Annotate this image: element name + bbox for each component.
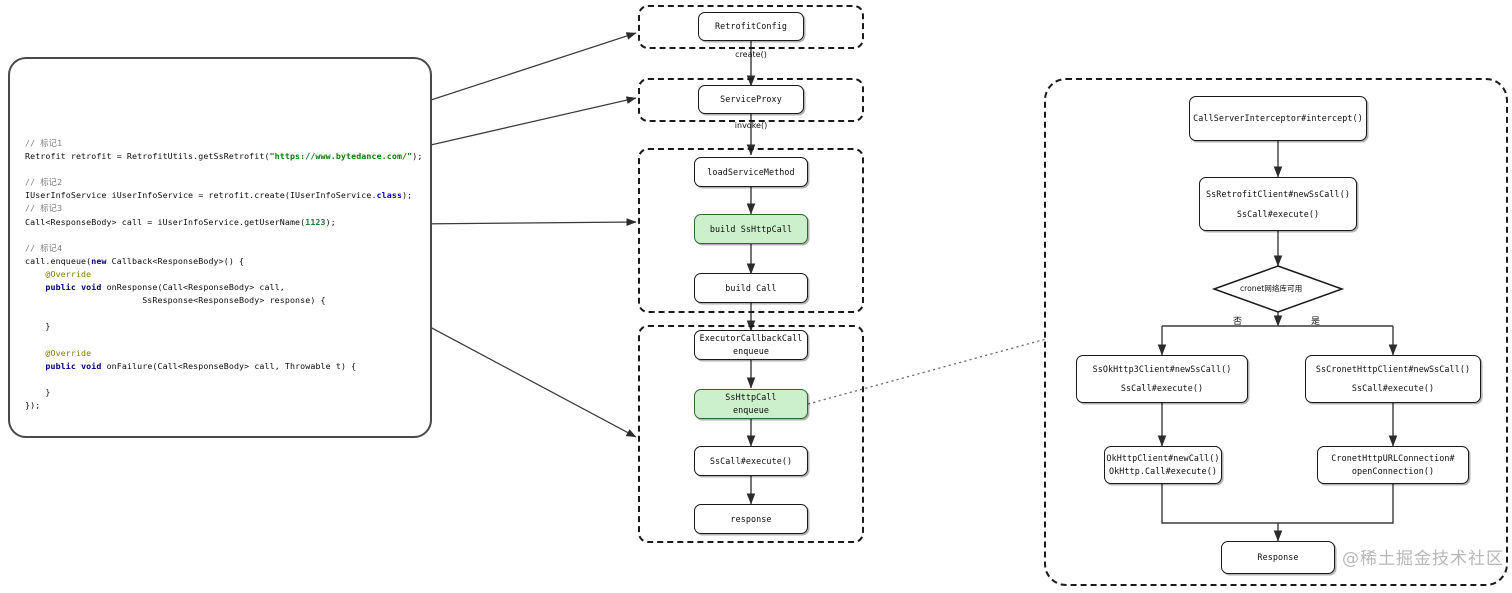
node-call-server-interceptor[interactable]: CallServerInterceptor#intercept()	[1189, 96, 1367, 141]
code-line-onresponse-cont: SsResponse<ResponseBody> response) {	[25, 295, 326, 306]
node-label-line1: SsCronetHttpClient#newSsCall()	[1315, 364, 1471, 374]
node-label: SsCall#execute()	[709, 455, 793, 466]
node-label-line1: OkHttpClient#newCall()	[1106, 453, 1220, 463]
node-label-line1: SsHttpCall	[725, 392, 777, 402]
network-stack-panel	[1044, 78, 1508, 586]
node-build-sshttpcall[interactable]: build SsHttpCall	[694, 214, 808, 244]
node-okhttp-client[interactable]: OkHttpClient#newCall() OkHttp.Call#execu…	[1104, 446, 1222, 484]
code-panel: // 标记1 Retrofit retrofit = RetrofitUtils…	[8, 57, 432, 438]
group-config	[638, 5, 864, 49]
node-retrofit-config[interactable]: RetrofitConfig	[698, 12, 804, 41]
node-ss-retrofit-client[interactable]: SsRetrofitClient#newSsCall() SsCall#exec…	[1199, 177, 1357, 231]
node-label: response	[730, 513, 772, 524]
code-comment-3: // 标记3	[25, 203, 63, 214]
node-label-line1: CronetHttpURLConnection#	[1331, 453, 1455, 463]
node-response-final[interactable]: Response	[1221, 541, 1335, 574]
branch-label-no: 否	[1233, 317, 1243, 327]
node-build-call[interactable]: build Call	[694, 273, 808, 303]
cronet-decision-label: cronet网络库可用	[1240, 284, 1303, 293]
edge-label-invoke: invoke()	[734, 121, 768, 130]
node-label: RetrofitConfig	[715, 21, 787, 31]
edge-label-create: create()	[735, 50, 767, 59]
node-label-line2: SsCall#execute()	[1120, 383, 1204, 393]
node-label: loadServiceMethod	[707, 166, 795, 177]
code-line-create: IUserInfoService iUserInfoService = retr…	[25, 190, 413, 201]
code-line-retrofit: Retrofit retrofit = RetrofitUtils.getSsR…	[25, 151, 423, 162]
node-label-line2: enqueue	[733, 405, 769, 415]
node-label-line1: ExecutorCallbackCall	[699, 333, 803, 343]
node-label: build Call	[725, 282, 777, 293]
node-label: ServiceProxy	[720, 94, 782, 104]
code-comment-4: // 标记4	[25, 242, 63, 253]
node-label: build SsHttpCall	[709, 223, 793, 234]
code-line-getusername: Call<ResponseBody> call = iUserInfoServi…	[25, 216, 336, 227]
node-label: CallServerInterceptor#intercept()	[1193, 113, 1363, 123]
code-annotation-1: @Override	[25, 268, 92, 279]
node-service-proxy[interactable]: ServiceProxy	[698, 85, 804, 114]
node-executor-callback-call[interactable]: ExecutorCallbackCall enqueue	[694, 330, 808, 360]
node-label-line2: SsCall#execute()	[1236, 208, 1320, 219]
code-comment-2: // 标记2	[25, 177, 63, 188]
node-cronet-url-connection[interactable]: CronetHttpURLConnection# openConnection(…	[1317, 446, 1469, 484]
node-label-line2: enqueue	[733, 346, 769, 356]
node-response[interactable]: response	[694, 504, 808, 534]
node-label-line1: SsRetrofitClient#newSsCall()	[1206, 188, 1350, 199]
node-label-line2: OkHttp.Call#execute()	[1109, 466, 1217, 476]
node-label-line2: openConnection()	[1351, 466, 1435, 476]
code-comment-1: // 标记1	[25, 138, 63, 148]
code-annotation-2: @Override	[25, 347, 92, 358]
node-label-line2: SsCall#execute()	[1351, 383, 1435, 393]
node-sshttpcall-enqueue[interactable]: SsHttpCall enqueue	[694, 389, 808, 419]
code-line-onfailure: public void onFailure(Call<ResponseBody>…	[45, 360, 357, 371]
node-load-service-method[interactable]: loadServiceMethod	[694, 157, 808, 187]
watermark: @稀土掘金技术社区	[1342, 549, 1504, 569]
code-line-close-2: }	[25, 386, 51, 397]
code-block: // 标记1 Retrofit retrofit = RetrofitUtils…	[25, 137, 424, 412]
node-sscall-execute[interactable]: SsCall#execute()	[694, 446, 808, 476]
node-ss-okhttp3-client[interactable]: SsOkHttp3Client#newSsCall() SsCall#execu…	[1076, 355, 1248, 403]
group-build	[638, 148, 864, 313]
node-label-line1: SsOkHttp3Client#newSsCall()	[1092, 364, 1232, 374]
code-line-close-3: });	[25, 399, 41, 410]
code-line-close-1: }	[25, 321, 51, 332]
code-line-onresponse: public void onResponse(Call<ResponseBody…	[45, 282, 285, 293]
node-label: Response	[1257, 552, 1299, 562]
group-proxy	[638, 78, 864, 122]
code-line-enqueue: call.enqueue(new Callback<ResponseBody>(…	[25, 255, 245, 266]
branch-label-yes: 是	[1311, 317, 1321, 327]
node-ss-cronet-http-client[interactable]: SsCronetHttpClient#newSsCall() SsCall#ex…	[1305, 355, 1481, 403]
group-enqueue	[638, 325, 864, 543]
